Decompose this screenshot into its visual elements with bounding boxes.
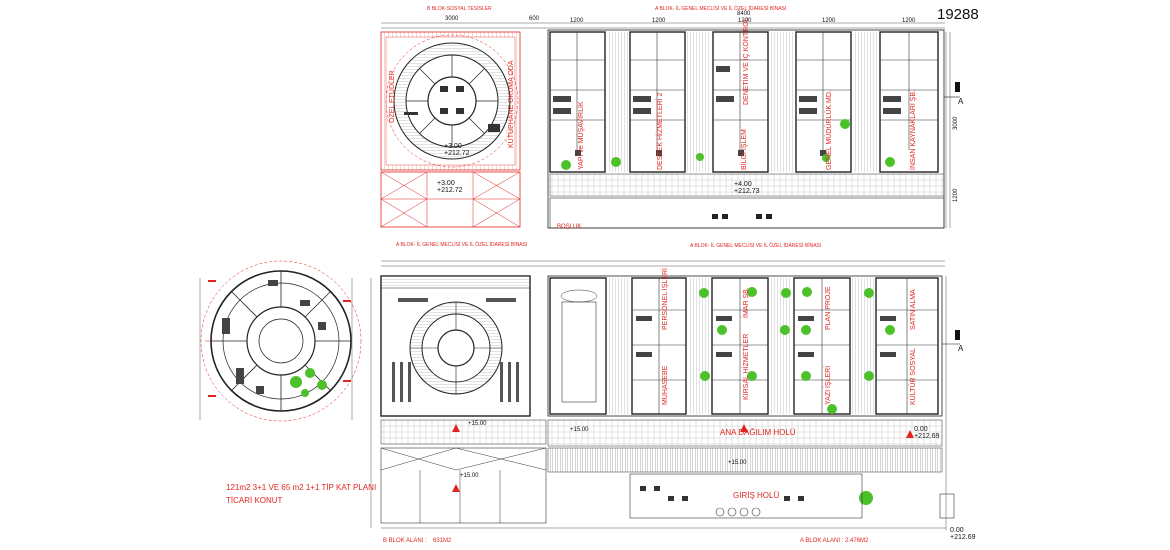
room-a-3: DENETİM VE İÇ KONTROL	[743, 17, 750, 105]
dim-left: 3000	[445, 16, 459, 22]
room-a-1: DESTEK HİZMETLERİ 2	[657, 92, 664, 170]
b-block-title: B BLOK-SOSYAL TESİSLER	[427, 6, 492, 12]
level-mid-b: +15.00	[570, 427, 589, 433]
level-2b: +212.72	[437, 187, 463, 194]
room-a-2: BİLGİ İŞLEM	[741, 129, 748, 170]
room-plan: PLAN PROJE	[825, 286, 832, 330]
room-kultur: KÜLTÜR SOSYAL	[910, 348, 917, 405]
room-yazi: YAZI İŞLERİ	[825, 365, 832, 405]
room-b-0: GENEL MÜDÜRLÜK MD.	[826, 90, 833, 170]
top-dimension-lines	[381, 22, 951, 228]
dim-right-3000: 3000	[953, 116, 959, 130]
small-note: BOŞLUK	[557, 224, 582, 230]
room-personel: PERSONEL İŞLERİ	[662, 268, 669, 330]
level-main-a: 0.00	[914, 426, 928, 433]
footer-b-area: 631M2	[433, 538, 452, 544]
a-block-title: A BLOK- İL GENEL MECLİSİ VE İL ÖZEL İDAR…	[655, 6, 787, 12]
room-muhasebe: MUHASEBE	[662, 365, 669, 405]
room-a-4: İNSAN KAYNAKLARI ŞB.	[910, 89, 917, 170]
dim-total: 8400	[737, 11, 751, 17]
hall-entry: GİRİŞ HOLÜ	[733, 491, 780, 500]
level-1a: +3.00	[444, 143, 462, 150]
level-3a: +4.00	[734, 181, 752, 188]
level-2a: +3.00	[437, 180, 455, 187]
level-main-b: +212.69	[914, 433, 940, 440]
room-kutuphane: KÜTÜPHANE OKUMA ODA	[508, 60, 515, 148]
dim-1200-c: 1200	[738, 18, 752, 24]
room-ozel-etudler: ÖZEL ETÜDLER	[389, 70, 396, 123]
section-mark-top: A	[958, 97, 964, 106]
level-entry-b: +212.69	[950, 534, 976, 541]
dim-right-1200: 1200	[953, 188, 959, 202]
level-1b: +212.72	[444, 150, 470, 157]
level-entry-a: 0.00	[950, 527, 964, 534]
a-block-bottom-plan	[547, 275, 960, 519]
level-mid-c: +15.00	[460, 473, 479, 479]
sheet-number: 19288	[937, 6, 979, 23]
round-housing-plan	[200, 260, 362, 422]
dim-1200-e: 1200	[902, 18, 916, 24]
level-mid-d: +15.00	[728, 460, 747, 466]
hall-main: ANA DAĞILIM HOLÜ	[720, 428, 796, 437]
footer-b-block: B BLOK ALANI :	[383, 538, 427, 544]
level-mid-a: +15.00	[468, 421, 487, 427]
room-kirsal: KIRSAL HİZMETLER	[743, 333, 750, 400]
b-block-bottom-plan	[380, 275, 547, 524]
section-mark-bottom: A	[958, 344, 964, 353]
housing-caption-2: TİCARİ KONUT	[226, 496, 283, 505]
a-block-top-plan	[547, 29, 960, 229]
dim-1200-d: 1200	[822, 18, 836, 24]
dim-1200-a: 1200	[570, 18, 584, 24]
level-3b: +212.73	[734, 188, 760, 195]
dim-600: 600	[529, 16, 540, 22]
room-imar: İMAR ŞB.	[743, 287, 750, 318]
footer-a-block: A BLOK ALANI : 2.476M2	[800, 538, 869, 544]
a-block-title-right: A BLOK- İL GENEL MECLİSİ VE İL ÖZEL İDAR…	[690, 243, 822, 249]
room-satin: SATIN ALMA	[910, 289, 917, 330]
bottom-dimension-lines	[199, 260, 947, 530]
housing-caption-1: 121m2 3+1 VE 65 m2 1+1 TİP KAT PLANI	[226, 483, 377, 492]
b-block-top-plan	[380, 31, 521, 228]
dim-1200-b: 1200	[652, 18, 666, 24]
room-a-0: YAPI ve MÜŞAVİRLİK	[578, 101, 585, 170]
a-block-title-left: A BLOK- İL GENEL MECLİSİ VE İL ÖZEL İDAR…	[396, 242, 528, 248]
